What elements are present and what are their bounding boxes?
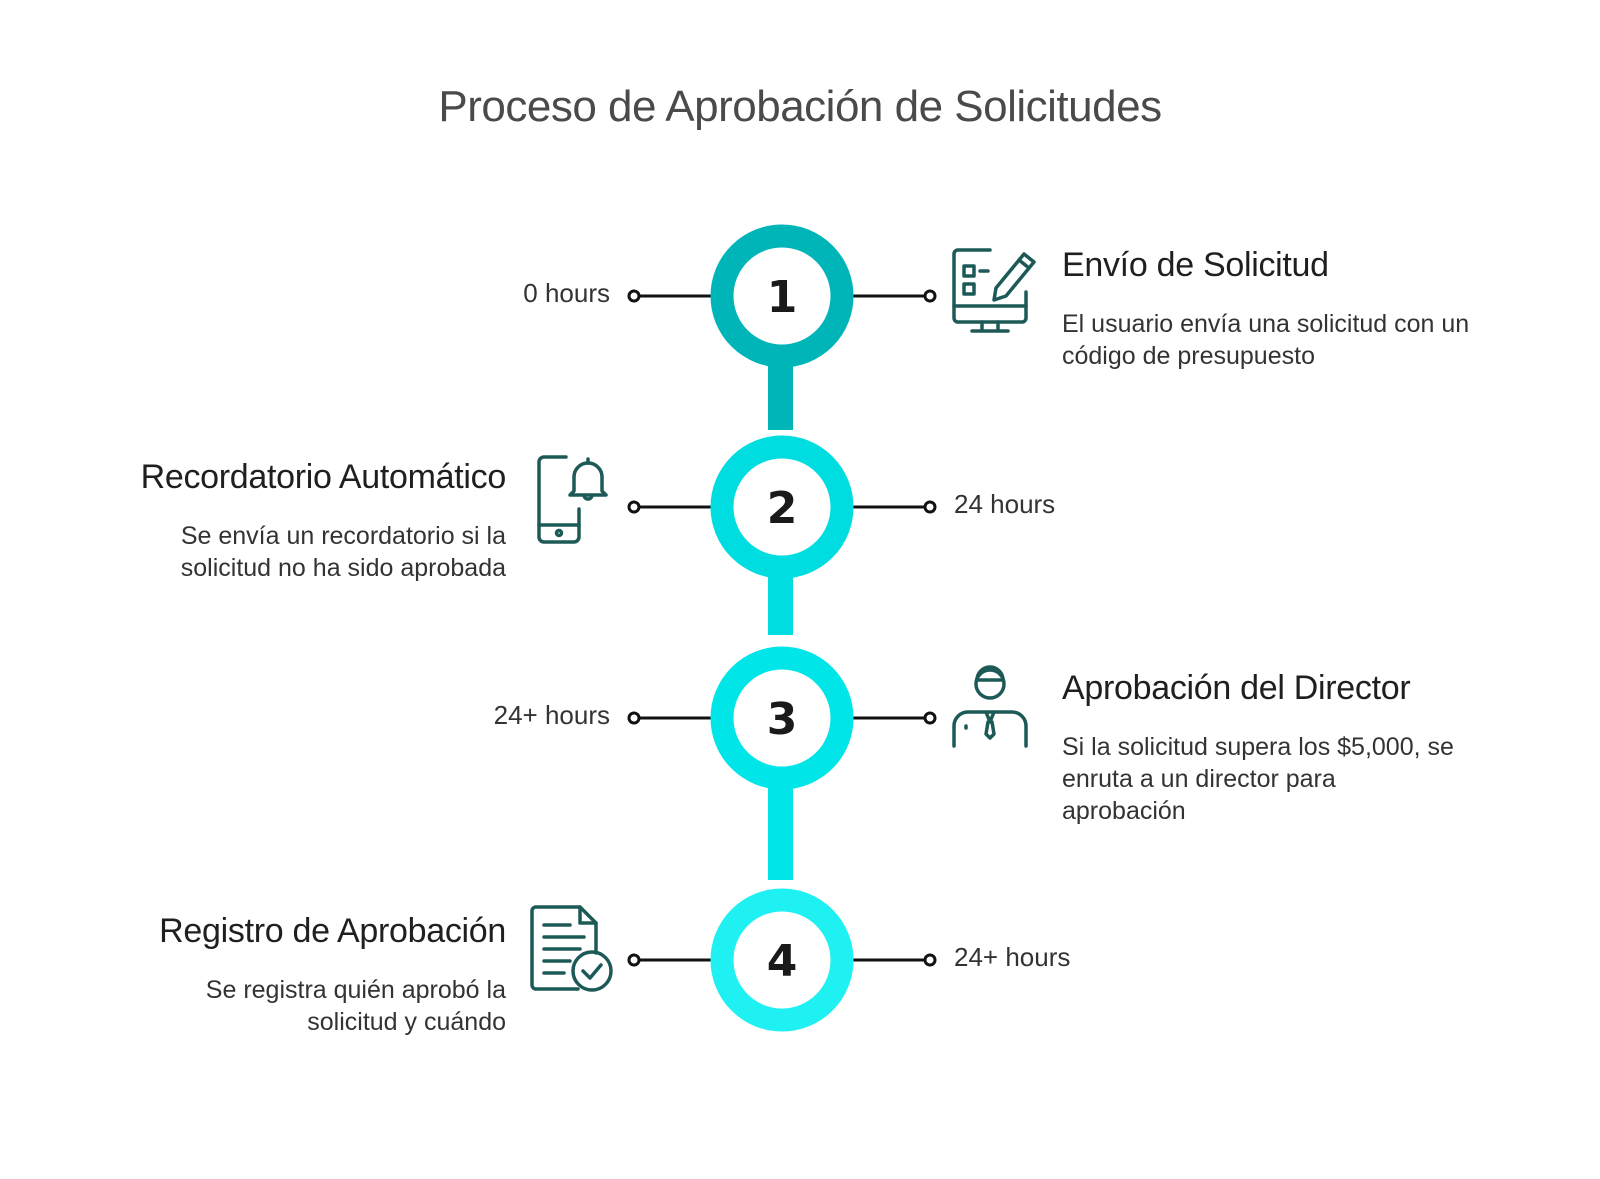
monitor-checklist-pen-icon <box>952 248 1036 333</box>
step-2-number: 2 <box>767 483 798 534</box>
timeline-bar-2-3 <box>768 570 793 635</box>
step-4-description: Se registra quién aprobó la solicitud y … <box>205 976 506 1036</box>
step-1-node: 1 <box>710 224 854 368</box>
step-2-time-label: 24 hours <box>954 489 1056 519</box>
step-3-number: 3 <box>767 694 798 745</box>
step-4-number: 4 <box>767 936 798 987</box>
step-1-number: 1 <box>767 272 798 323</box>
step-1-connectors <box>627 289 937 303</box>
step-2-connectors <box>627 500 937 514</box>
step-2-node: 2 <box>710 435 854 579</box>
step-2-title: Recordatorio Automático <box>140 458 507 496</box>
step-3-title: Aprobación del Director <box>1062 669 1411 707</box>
step-4-time-label: 24+ hours <box>954 942 1071 972</box>
director-person-icon <box>952 665 1028 748</box>
step-4-node: 4 <box>710 888 854 1032</box>
timeline-bar-1-2 <box>768 360 793 430</box>
step-2-description: Se envía un recordatorio si la solicitud… <box>180 522 506 582</box>
step-1-time-label: 0 hours <box>523 278 610 308</box>
phone-bell-icon <box>537 455 608 544</box>
step-1-title: Envío de Solicitud <box>1062 246 1329 284</box>
document-check-icon <box>530 905 613 992</box>
step-3-connectors <box>627 711 937 725</box>
step-3-node: 3 <box>710 646 854 790</box>
step-4-title: Registro de Aprobación <box>159 912 506 950</box>
step-3-time-label: 24+ hours <box>493 700 610 730</box>
step-3-description: Si la solicitud supera los $5,000, se en… <box>1062 733 1454 825</box>
step-1-description: El usuario envía una solicitud con un có… <box>1062 310 1470 370</box>
step-4-connectors <box>627 953 937 967</box>
page-title: Proceso de Aprobación de Solicitudes <box>438 82 1162 131</box>
